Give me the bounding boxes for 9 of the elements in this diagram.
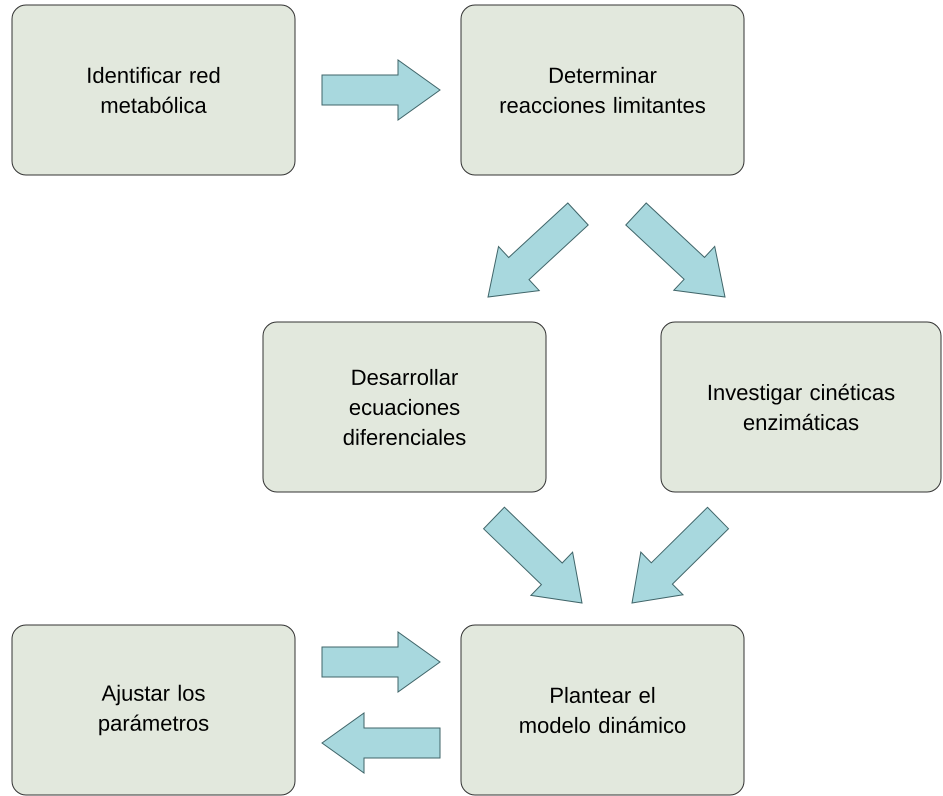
process-box: Plantear el modelo dinámico [460, 624, 744, 796]
block-arrow [322, 59, 441, 121]
process-box: Ajustar los parámetros [12, 624, 296, 796]
process-box: Determinar reacciones limitantes [460, 4, 744, 176]
block-arrow [321, 712, 440, 774]
process-box: Desarrollar ecuaciones diferenciales [262, 322, 546, 492]
process-box: Identificar red metabólica [12, 4, 296, 176]
process-box: Investigar cinéticas enzimáticas [660, 322, 942, 492]
block-arrow [322, 631, 441, 693]
